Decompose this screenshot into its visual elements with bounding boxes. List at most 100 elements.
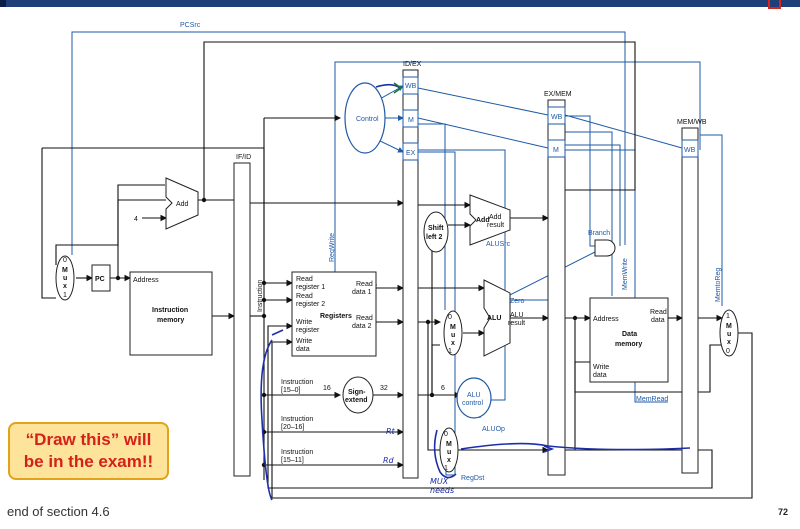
memtoreg-mux-x: x [727, 339, 731, 346]
branch-adder-result-1: Add [489, 214, 502, 221]
regwrite-label: RegWrite [329, 233, 336, 262]
control-unit [344, 82, 386, 154]
rf-read-data1-b: data 1 [352, 289, 372, 296]
memtoreg-mux [719, 309, 739, 357]
idex-register [402, 69, 419, 479]
dmem-label-2: memory [615, 341, 642, 348]
imem-address-label: Address [133, 277, 159, 284]
pc-mux-1: 1 [63, 292, 67, 299]
alusrc-mux-0: 0 [448, 314, 452, 321]
exmem-wb-label: WB [551, 114, 563, 121]
control-label: Control [356, 116, 379, 123]
alu-result-label-2: result [508, 320, 525, 327]
idex-wb-label: WB [405, 83, 417, 90]
aluop-label: ALUOp [482, 426, 505, 433]
dmem-write-label-2: data [593, 372, 607, 379]
memtoreg-mux-u: u [727, 331, 731, 338]
alu-control-unit [456, 377, 492, 419]
pc-mux-u: u [63, 275, 67, 282]
alu-unit [483, 279, 511, 357]
instr-15-0-label-b: [15–0] [281, 387, 301, 394]
registers-label: Registers [320, 313, 352, 320]
pc-adder-label: Add [176, 201, 189, 208]
instr-20-16-label-b: [20–16] [281, 424, 304, 431]
title-bar-mark [0, 0, 6, 7]
alusrc-mux-u: u [451, 332, 455, 339]
alusrc-label: ALUSrc [486, 241, 511, 248]
control-wires [71, 31, 723, 476]
imem-label-1: Instruction [152, 307, 188, 314]
memwb-label: MEM/WB [677, 119, 707, 126]
branch-label: Branch [588, 230, 610, 237]
alu-result-label-1: ALU [510, 312, 524, 319]
exam-callout: “Draw this” will be in the exam!! [8, 422, 169, 480]
pc-label: PC [95, 276, 105, 283]
pc-mux-m: M [62, 267, 68, 274]
idex-label: ID/EX [403, 61, 422, 68]
title-bar [0, 0, 800, 7]
annotation-note-2: needs [430, 486, 454, 495]
dmem-read-label-1: Read [650, 309, 667, 316]
instr-20-16-label-a: Instruction [281, 416, 313, 423]
rf-read-reg2-b: register 2 [296, 301, 325, 308]
exmem-m-label: M [553, 147, 559, 154]
idex-ex-label: EX [406, 150, 416, 157]
width-32-label: 32 [380, 385, 388, 392]
annotation-rt: Rt [386, 427, 396, 436]
memwb-register [681, 127, 699, 474]
alu-control-label-1: ALU [467, 392, 481, 399]
instr-15-11-label-a: Instruction [281, 449, 313, 456]
callout-line-1: “Draw this” will [25, 430, 152, 449]
dmem-write-label-1: Write [593, 364, 609, 371]
register-file [291, 271, 377, 357]
regdst-mux-x: x [447, 457, 451, 464]
exmem-label: EX/MEM [544, 91, 572, 98]
corner-marker [768, 0, 781, 9]
rf-read-reg1-a: Read [296, 276, 313, 283]
rf-write-reg-b: register [296, 327, 320, 334]
zero-label: Zero [510, 298, 525, 305]
alu-control-label-2: control [462, 400, 483, 407]
memtoreg-mux-m: M [726, 323, 732, 330]
sign-extend-unit [342, 376, 374, 414]
handwritten-marks [260, 82, 691, 501]
regdst-mux-u: u [447, 449, 451, 456]
section-footer: end of section 4.6 [7, 504, 110, 519]
shift-label-1: Shift [428, 225, 444, 232]
const-four: 4 [134, 216, 138, 223]
idex-m-label: M [408, 117, 414, 124]
pc-register [91, 264, 111, 292]
pc-adder [165, 177, 199, 230]
instr-15-0-label-a: Instruction [281, 379, 313, 386]
alusrc-mux-m: M [450, 324, 456, 331]
regdst-label: RegDst [461, 475, 484, 482]
exmem-register [547, 99, 566, 476]
branch-and-gate [594, 239, 616, 257]
instruction-vertical-label: Instruction [257, 280, 264, 312]
rf-write-data-a: Write [296, 338, 312, 345]
rf-read-data1-a: Read [356, 281, 373, 288]
shift-left-2-unit [423, 211, 449, 253]
instruction-memory [129, 271, 213, 356]
alu-label: ALU [487, 315, 501, 322]
alusrc-mux-1: 1 [448, 348, 452, 355]
memtoreg-label: MemtoReg [715, 268, 722, 302]
pcsrc-label: PCSrc [180, 22, 201, 29]
width-6-label: 6 [441, 385, 445, 392]
dmem-address-label: Address [593, 316, 619, 323]
width-16-label: 16 [323, 385, 331, 392]
memread-label: MemRead [636, 396, 668, 403]
regdst-mux-m: M [446, 441, 452, 448]
pc-mux [55, 255, 75, 301]
alusrc-mux-x: x [451, 340, 455, 347]
ifid-label: IF/ID [236, 154, 251, 161]
memtoreg-mux-1: 1 [726, 313, 730, 320]
dmem-read-label-2: data [651, 317, 665, 324]
instr-15-11-label-b: [15–11] [281, 457, 304, 464]
rf-read-data2-b: data 2 [352, 323, 372, 330]
sign-extend-label-2: extend [345, 397, 368, 404]
rf-write-data-b: data [296, 346, 310, 353]
memwb-wb-label: WB [684, 147, 696, 154]
rf-read-data2-a: Read [356, 315, 373, 322]
